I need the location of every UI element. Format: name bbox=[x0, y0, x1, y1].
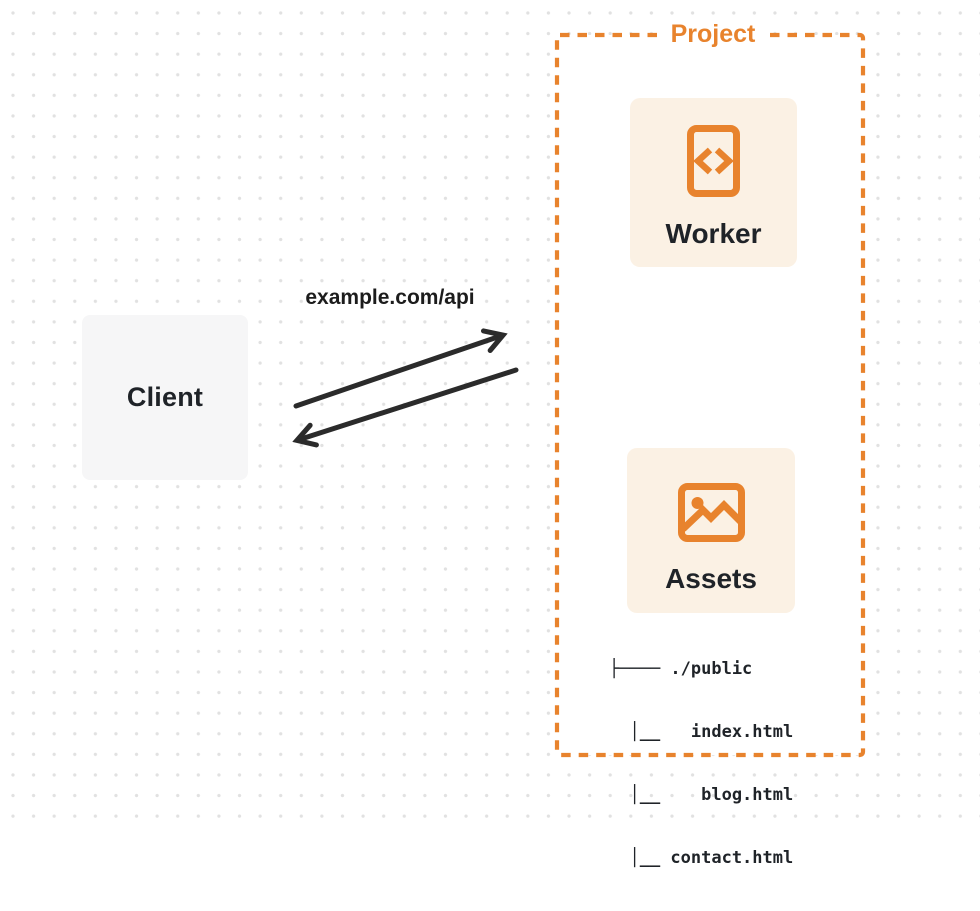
client-label: Client bbox=[126, 382, 204, 412]
file-tree-line-contact: │__ contact.html bbox=[609, 848, 794, 868]
architecture-diagram: Client example.com/api Project Worker As… bbox=[0, 0, 980, 868]
client-node: Client bbox=[82, 315, 248, 480]
assets-label: Assets bbox=[665, 563, 757, 594]
file-tree-line-public: ├──── ./public bbox=[609, 659, 753, 679]
file-tree-line-index: │__ index.html bbox=[609, 722, 794, 742]
file-tree: ├──── ./public │__ index.html │__ blog.h… bbox=[609, 617, 793, 911]
image-icon bbox=[677, 483, 745, 542]
request-url-label: example.com/api bbox=[305, 286, 475, 309]
request-arrow bbox=[293, 336, 502, 409]
worker-label: Worker bbox=[665, 218, 762, 249]
worker-card: Worker bbox=[630, 98, 797, 267]
response-arrow bbox=[298, 367, 519, 440]
assets-card: Assets bbox=[627, 448, 795, 613]
code-file-icon bbox=[687, 125, 740, 197]
project-label: Project bbox=[661, 19, 765, 50]
file-tree-line-blog: │__ blog.html bbox=[609, 785, 794, 805]
